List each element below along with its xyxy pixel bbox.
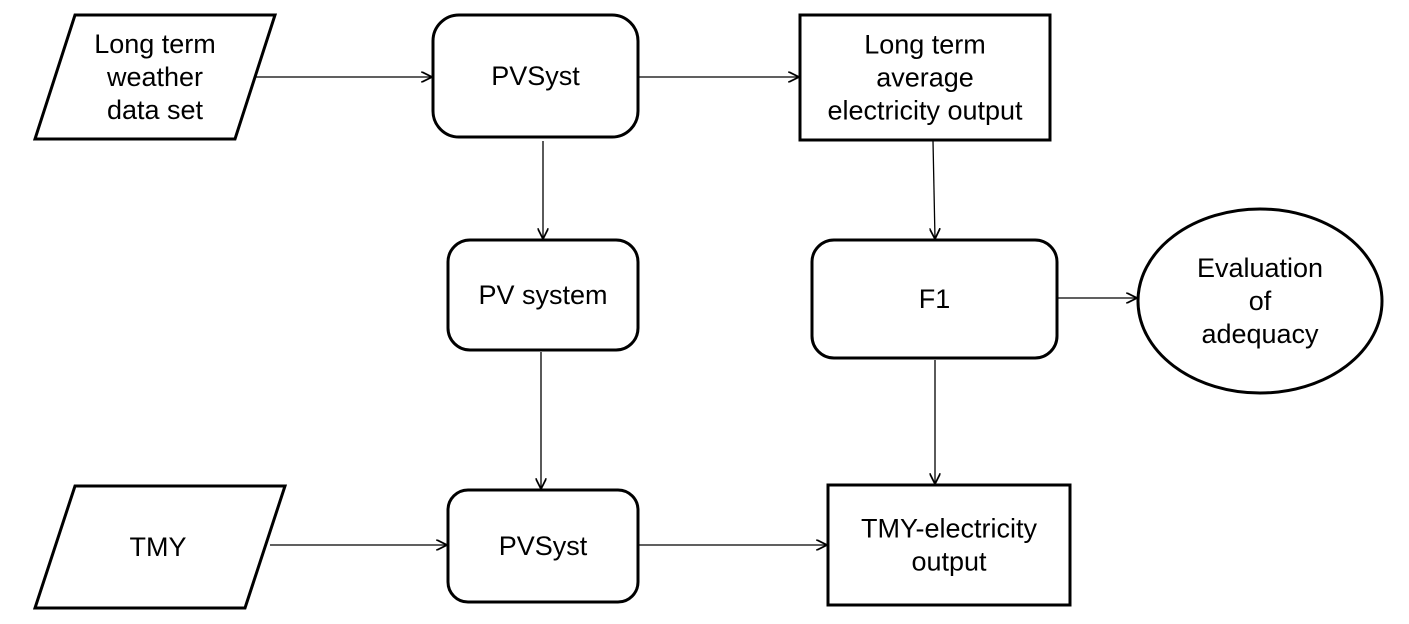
node-shape	[1136, 207, 1384, 395]
node-label: F1	[919, 284, 951, 314]
node-shape	[32, 13, 278, 141]
node-label: of	[1249, 286, 1272, 316]
node-label: PVSyst	[491, 61, 580, 91]
node-label: Long term	[94, 29, 216, 59]
edges-layer	[235, 77, 1137, 545]
node-label: Evaluation	[1197, 253, 1323, 283]
node-label: TMY	[130, 532, 187, 562]
arrow-long-term-output-to-f1	[933, 140, 935, 239]
node-label: PVSyst	[499, 531, 588, 561]
node-f1: F1	[810, 238, 1059, 360]
node-label: output	[911, 547, 987, 577]
node-pvsyst-top: PVSyst	[431, 13, 640, 139]
node-shape	[826, 483, 1072, 607]
node-label: electricity output	[827, 96, 1023, 126]
node-label: average	[876, 63, 974, 93]
node-shape	[810, 238, 1059, 360]
node-label: TMY-electricity	[861, 514, 1038, 544]
node-shape	[32, 484, 288, 610]
node-label: PV system	[478, 280, 607, 310]
node-pv-system: PV system	[446, 238, 640, 352]
node-label: adequacy	[1201, 319, 1319, 349]
node-shape	[431, 13, 640, 139]
node-shape	[446, 238, 640, 352]
node-shape	[446, 488, 640, 604]
node-shape	[798, 13, 1052, 142]
node-pvsyst-bottom: PVSyst	[446, 488, 640, 604]
node-label: Long term	[864, 30, 986, 60]
node-tmy-input: TMY	[32, 484, 288, 610]
node-label: weather	[106, 62, 203, 92]
node-label: data set	[107, 95, 204, 125]
